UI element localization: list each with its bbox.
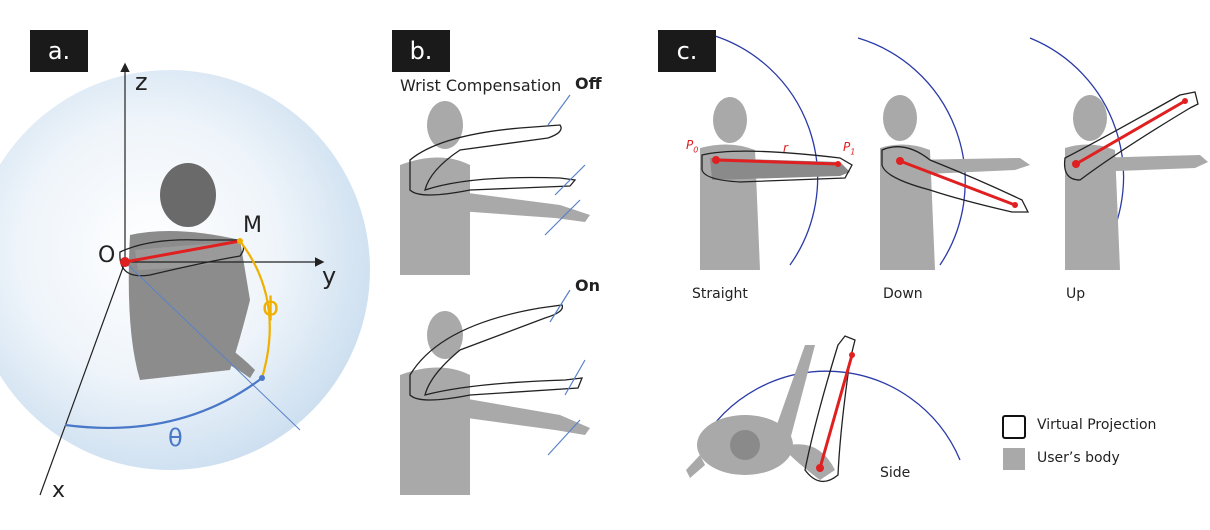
p1-label: P1 bbox=[843, 140, 856, 157]
theta-label: θ bbox=[168, 424, 183, 452]
origin-label: O bbox=[98, 243, 116, 268]
panel-b-body-off bbox=[400, 101, 590, 275]
origin-point bbox=[120, 257, 130, 267]
body-straight bbox=[700, 97, 850, 270]
point-m-label: M bbox=[243, 213, 262, 238]
projection-off bbox=[409, 124, 577, 196]
arc-down bbox=[857, 37, 966, 266]
body-side bbox=[686, 345, 835, 480]
body-down bbox=[880, 95, 1030, 270]
projection-line bbox=[124, 261, 301, 431]
vector-straight bbox=[715, 158, 839, 166]
theta-arc bbox=[64, 377, 263, 430]
projection-on bbox=[409, 304, 584, 401]
projection-up bbox=[1063, 91, 1199, 181]
vector-down bbox=[899, 159, 1016, 207]
arc-straight bbox=[711, 34, 819, 266]
axis-x-label: x bbox=[52, 478, 66, 503]
body-up bbox=[1065, 95, 1208, 270]
projection-down bbox=[881, 146, 1030, 213]
wrist-off-label: Off bbox=[575, 74, 602, 93]
arc-side bbox=[699, 370, 961, 461]
panel-b-tag: b. bbox=[392, 30, 450, 72]
wrist-on-label: On bbox=[575, 276, 600, 295]
legend-virtual-swatch bbox=[1002, 415, 1026, 439]
panel-c bbox=[686, 34, 1208, 482]
up-label: Up bbox=[1066, 286, 1086, 302]
straight-label: Straight bbox=[692, 286, 748, 302]
panel-a-body bbox=[128, 163, 255, 380]
panel-a bbox=[0, 62, 370, 496]
vector-om bbox=[124, 239, 241, 264]
vector-up bbox=[1075, 99, 1186, 166]
vector-side bbox=[818, 354, 854, 469]
panel-b bbox=[400, 94, 590, 495]
side-label: Side bbox=[880, 465, 911, 481]
down-label: Down bbox=[883, 286, 923, 302]
r-label: r bbox=[783, 141, 788, 155]
legend-body-label: User’s body bbox=[1037, 450, 1120, 466]
wrist-compensation-heading: Wrist Compensation bbox=[400, 76, 562, 95]
legend-body-swatch bbox=[1003, 448, 1025, 470]
x-axis bbox=[39, 261, 126, 496]
axis-z-label: z bbox=[135, 68, 148, 96]
projection-side bbox=[804, 335, 856, 482]
projection-straight bbox=[701, 150, 853, 183]
phi-label: ϕ bbox=[262, 292, 280, 322]
p0-label: P0 bbox=[686, 138, 699, 155]
panel-a-tag: a. bbox=[30, 30, 88, 72]
axis-y-label: y bbox=[322, 262, 337, 290]
panel-c-tag: c. bbox=[658, 30, 716, 72]
legend-virtual-label: Virtual Projection bbox=[1037, 417, 1157, 433]
panel-b-body-on bbox=[400, 311, 590, 495]
phi-arc bbox=[239, 240, 271, 379]
